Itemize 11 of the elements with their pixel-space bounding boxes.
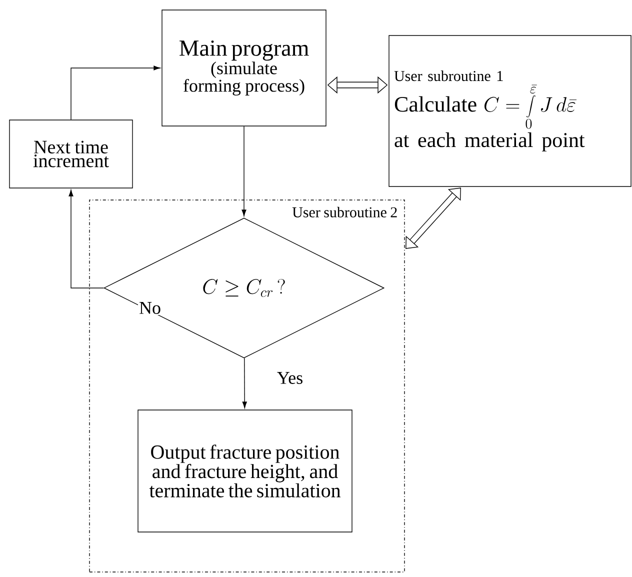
edge-label: No [138,301,162,315]
edge-label: Yes [276,371,304,385]
block-arrow [406,188,461,249]
arrow [242,126,246,216]
subroutine-box: User subroutine 1 Calculate $C = \int\limits_{0}^{\bar{\varepsilon}} J\,d\bar{\varepsilon}$ at each material point [388,35,632,187]
arrow [68,190,104,288]
arrow [242,358,247,408]
arrow [70,66,160,120]
output-box: Output fracture position and fracture height, and terminate the simulation [138,410,352,532]
process-box: Main program (simulate forming process) [162,10,326,126]
process-box: Next time increment [9,120,133,188]
